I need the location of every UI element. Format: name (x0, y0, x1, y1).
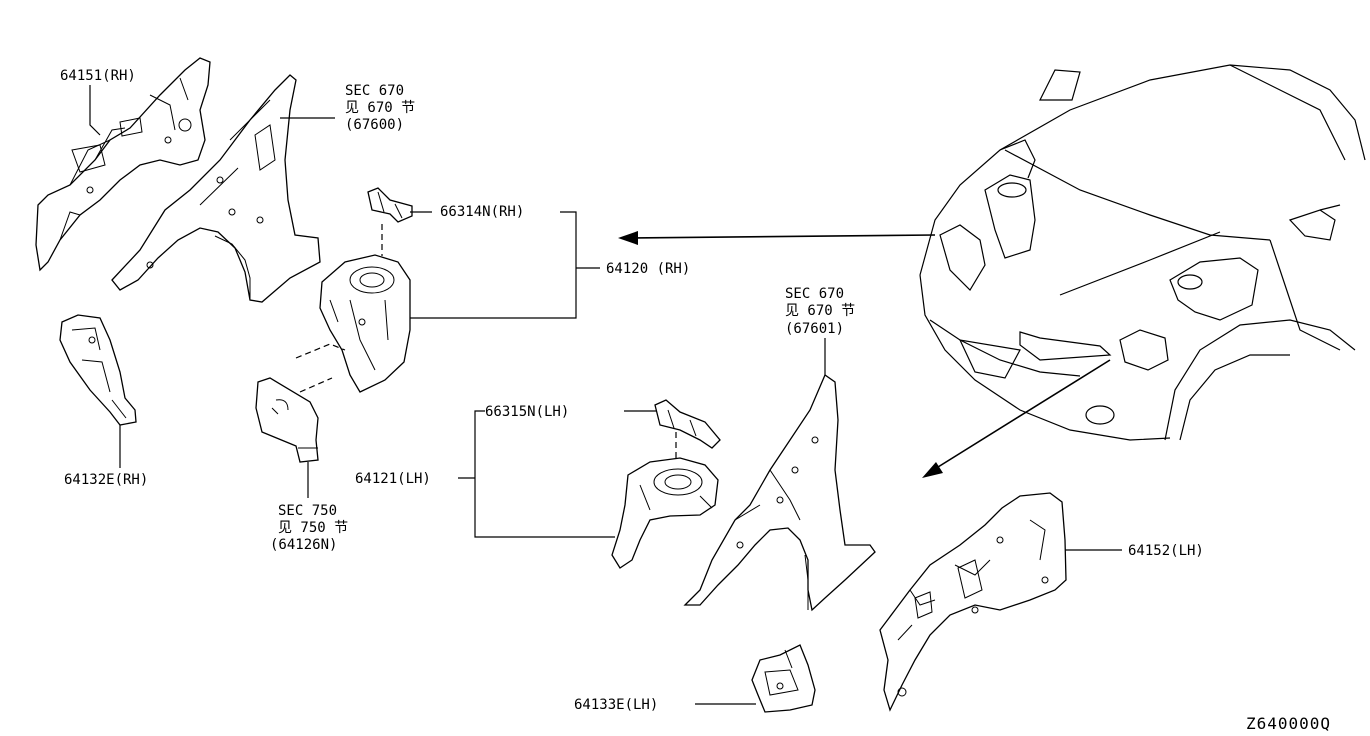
dashed-links-rh (295, 224, 383, 393)
part-67600-wheelhouse-rh[interactable] (111, 74, 321, 303)
label-67600-jp: 见 670 节 (345, 100, 415, 116)
leader-64120-bracket (410, 211, 600, 319)
leader-64121-bracket (458, 410, 615, 538)
label-64151-rh: 64151(RH) (60, 68, 136, 84)
label-64126n-jp: 见 750 节 (278, 520, 348, 536)
label-64132e-rh: 64132E(RH) (64, 472, 148, 488)
label-67600-sec: SEC 670 (345, 83, 404, 99)
part-67601-wheelhouse-lh[interactable] (683, 374, 876, 612)
part-64151-rh-hoodledge[interactable] (35, 57, 211, 272)
part-64133e-lh[interactable] (751, 644, 816, 713)
arrow-to-rh-parts (618, 231, 936, 245)
label-66315n-lh: 66315N(LH) (485, 404, 569, 420)
label-64152-lh: 64152(LH) (1128, 543, 1204, 559)
part-64121-lh-strut-housing[interactable] (611, 457, 719, 569)
label-67601-jp: 见 670 节 (785, 303, 855, 319)
label-67601-ref: (67601) (785, 321, 844, 337)
part-66314n-rh-bracket[interactable] (367, 187, 413, 223)
diagram-code: Z640000Q (1246, 714, 1331, 733)
label-67600-ref: (67600) (345, 117, 404, 133)
label-64133e-lh: 64133E(LH) (574, 697, 658, 713)
label-64120-rh: 64120 (RH) (606, 261, 690, 277)
vehicle-front-view (919, 64, 1366, 441)
part-64126n-plate[interactable] (255, 377, 319, 463)
label-64126n-ref: (64126N) (270, 537, 337, 553)
part-64120-rh-strut-housing[interactable] (319, 254, 411, 393)
part-64152-lh-hoodledge[interactable] (879, 492, 1067, 712)
part-64132e-rh[interactable] (59, 314, 137, 426)
arrow-to-lh-parts (922, 359, 1111, 478)
label-67601-sec: SEC 670 (785, 286, 844, 302)
label-66314n-rh: 66314N(RH) (440, 204, 524, 220)
label-64126n-sec: SEC 750 (278, 503, 337, 519)
part-66315n-lh-bracket[interactable] (654, 399, 721, 449)
leader-64151-rh (89, 85, 101, 136)
label-64121-lh: 64121(LH) (355, 471, 431, 487)
